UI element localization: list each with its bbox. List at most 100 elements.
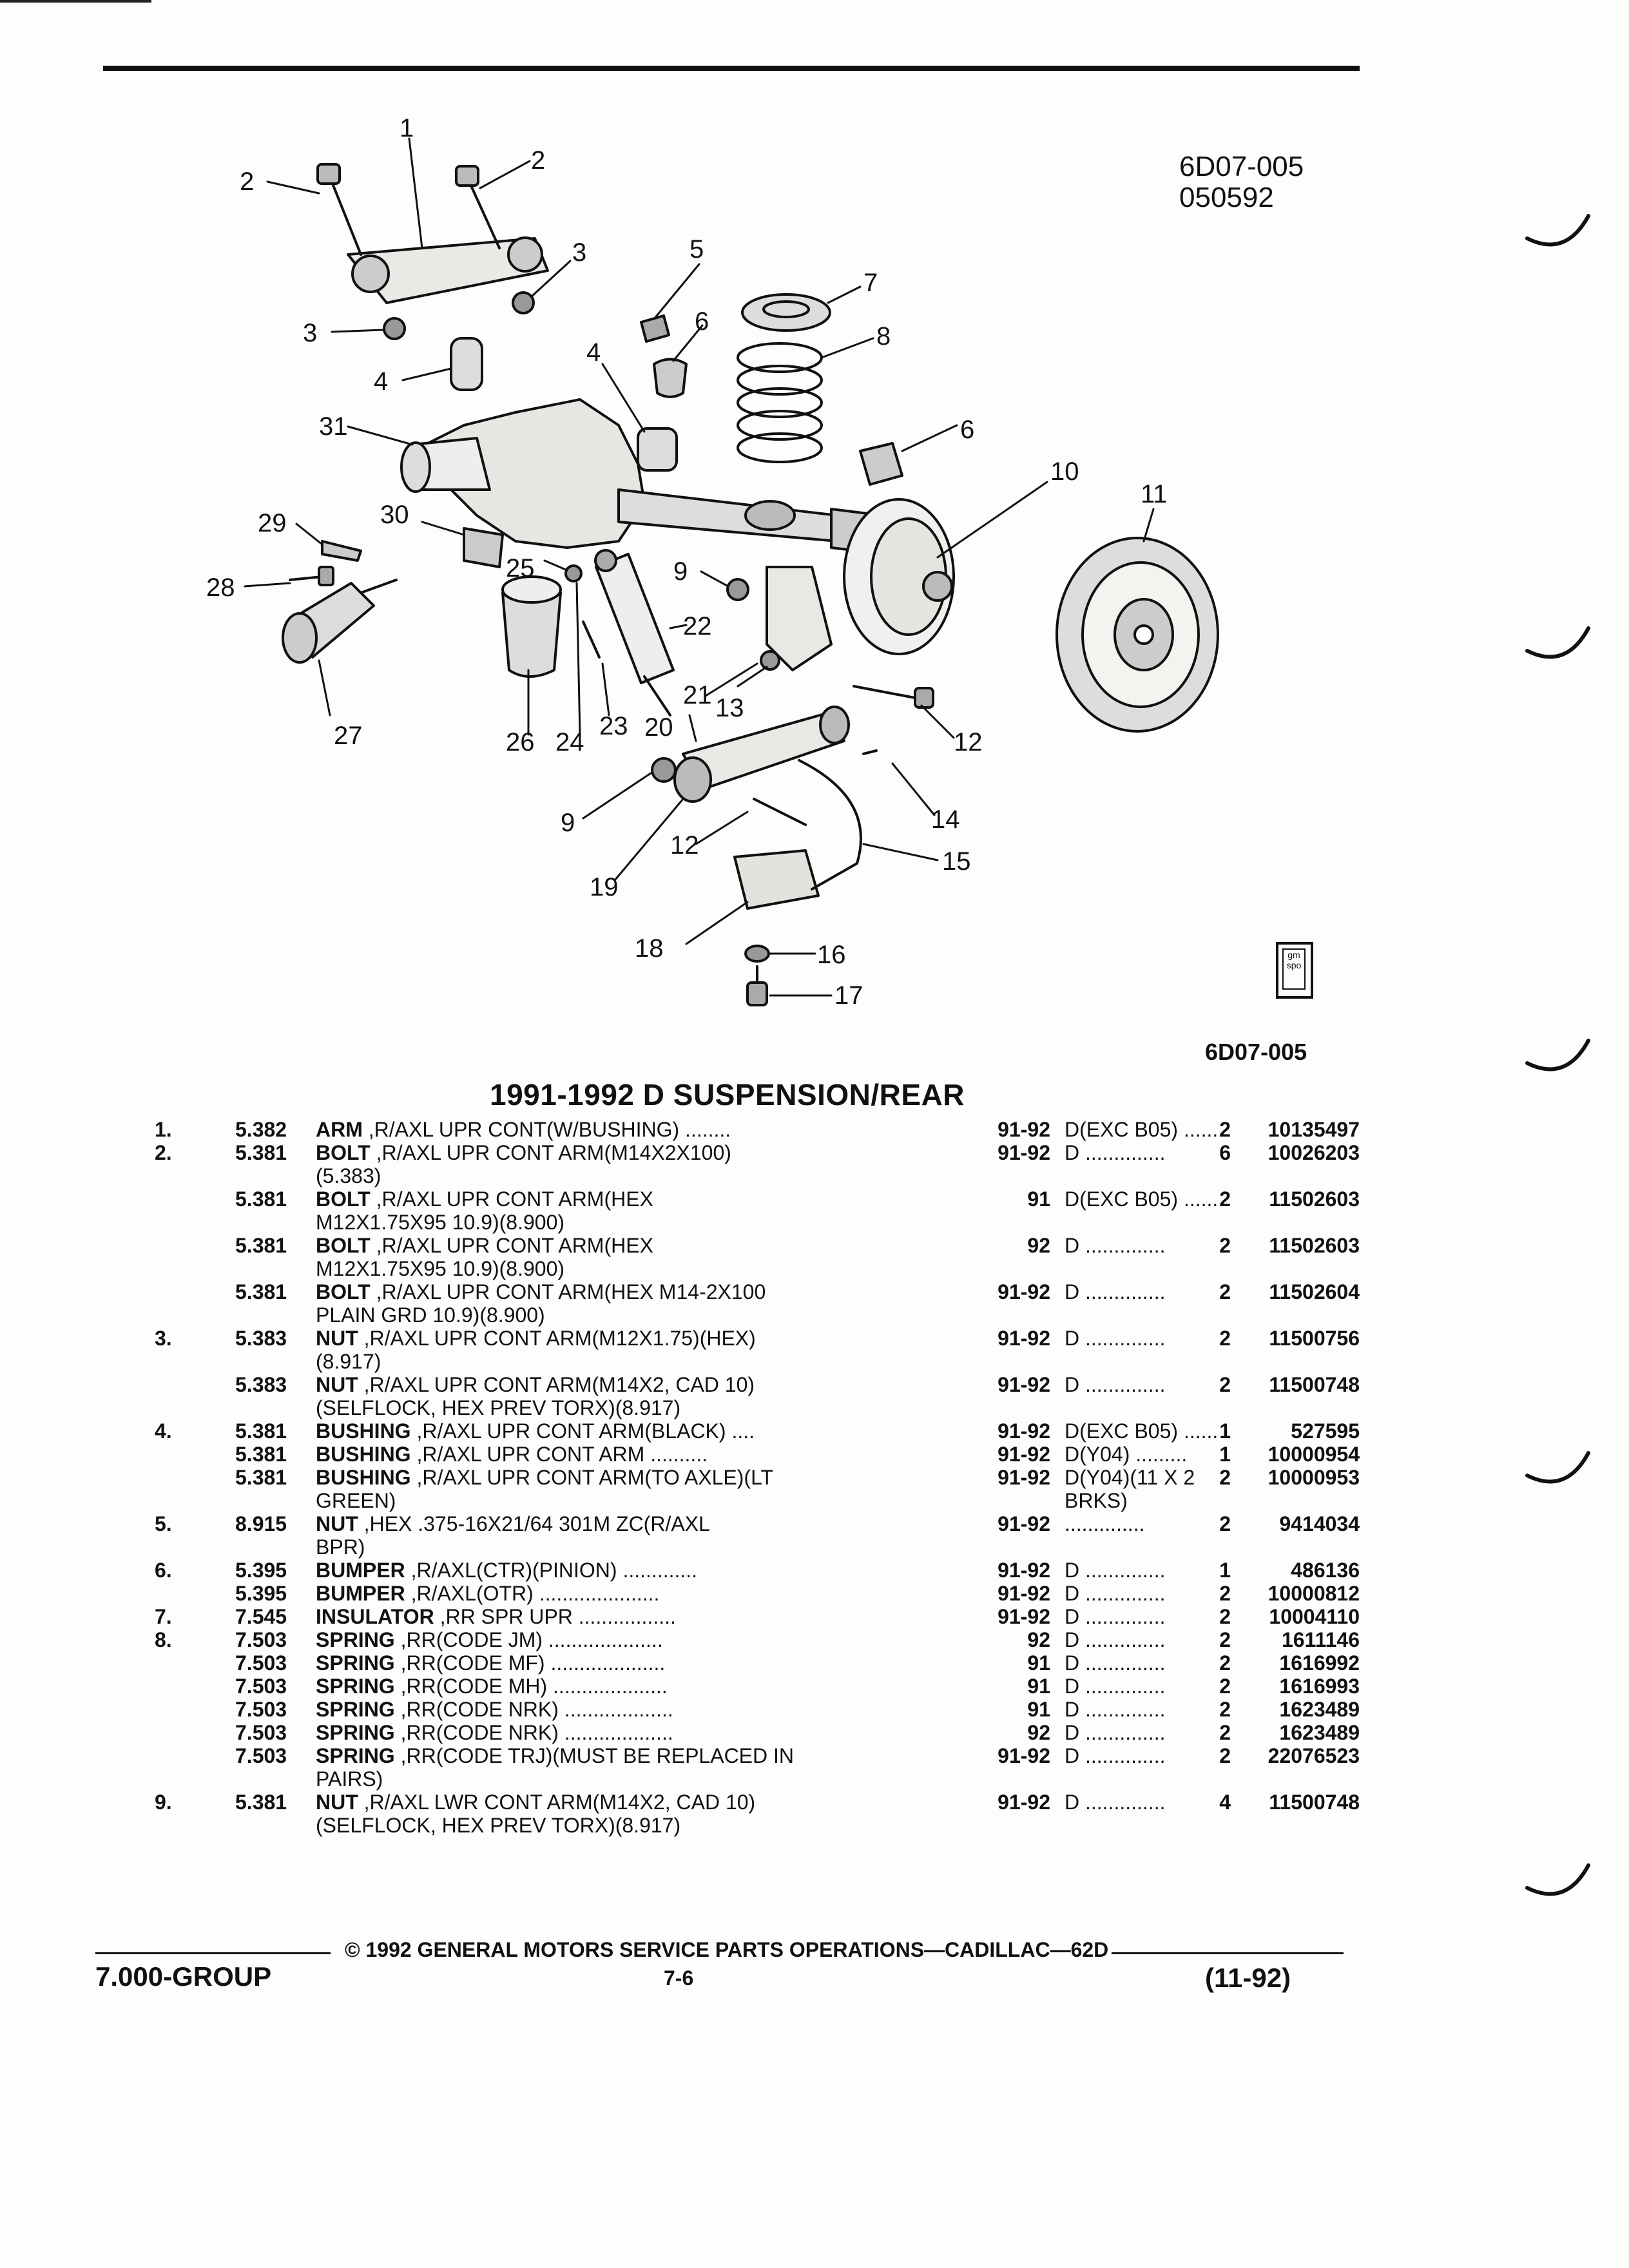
binder-marks <box>1525 214 1590 1896</box>
callout-18: 18 <box>635 934 664 963</box>
part-detail: ,R/AXL(OTR) ..................... <box>405 1582 660 1605</box>
part-description: NUT ,R/AXL UPR CONT ARM(M12X1.75)(HEX)(8… <box>316 1327 999 1373</box>
model-codes-line: D .............. <box>1065 1234 1166 1257</box>
part-detail: ,R/AXL UPR CONT ARM(HEX <box>370 1234 653 1257</box>
part-number: 22076523 <box>1268 1744 1360 1767</box>
model-codes-line: D .............. <box>1065 1141 1166 1164</box>
model-codes: D(EXC B05) ...... <box>1065 1419 1322 1443</box>
part-detail: ,R/AXL UPR CONT ARM(HEX M14-2X100 <box>370 1280 766 1303</box>
model-years: 91-92 <box>998 1605 1050 1628</box>
callout-31: 31 <box>319 412 348 441</box>
footer-page-number: 7-6 <box>664 1966 694 1990</box>
callout-6b: 6 <box>960 416 974 444</box>
model-codes: D .............. <box>1065 1582 1322 1605</box>
footer-rule-left <box>95 1952 331 1954</box>
part-description: SPRING ,RR(CODE NRK) ................... <box>316 1698 999 1721</box>
model-years: 91-92 <box>998 1280 1050 1303</box>
part-number: 10026203 <box>1268 1141 1360 1164</box>
group-number: 5.383 <box>235 1373 287 1396</box>
callout-17: 17 <box>834 981 863 1010</box>
callout-23: 23 <box>599 712 628 740</box>
quantity: 1 <box>1219 1559 1231 1582</box>
model-codes: D(EXC B05) ....... <box>1065 1118 1322 1141</box>
model-years: 91 <box>1027 1675 1050 1698</box>
group-number: 7.503 <box>235 1744 287 1767</box>
part-detail: ,R/AXL UPR CONT ARM(TO AXLE)(LT <box>410 1466 774 1489</box>
part-description-continued: M12X1.75X95 10.9)(8.900) <box>316 1257 565 1280</box>
callout-21: 21 <box>683 681 712 709</box>
ref-number: 1. <box>155 1118 172 1141</box>
part-detail: ,RR SPR UPR ................. <box>434 1605 676 1628</box>
badge-line1: gm <box>1287 950 1300 960</box>
model-years: 92 <box>1027 1628 1050 1651</box>
part-description: INSULATOR ,RR SPR UPR ................. <box>316 1605 999 1628</box>
part-detail: ,R/AXL UPR CONT ARM(BLACK) .... <box>410 1419 755 1443</box>
group-number: 7.545 <box>235 1605 287 1628</box>
group-number: 5.395 <box>235 1559 287 1582</box>
part-name: BOLT <box>316 1234 371 1257</box>
part-description-continued: (8.917) <box>316 1350 381 1373</box>
model-codes-line: D .............. <box>1065 1791 1166 1814</box>
model-codes-line: D .............. <box>1065 1559 1166 1582</box>
part-number: 9414034 <box>1279 1512 1360 1535</box>
quantity: 2 <box>1219 1327 1231 1350</box>
part-number: 527595 <box>1291 1419 1360 1443</box>
part-name: SPRING <box>316 1651 395 1675</box>
quantity: 2 <box>1219 1187 1231 1211</box>
callout-8: 8 <box>876 322 891 351</box>
part-name: SPRING <box>316 1744 395 1767</box>
footer-date: (11-92) <box>1205 1963 1291 1993</box>
group-number: 5.381 <box>235 1791 287 1814</box>
model-codes-line: D(Y04) ......... <box>1065 1443 1188 1466</box>
callout-26: 26 <box>506 728 535 756</box>
callout-6a: 6 <box>695 307 709 336</box>
part-detail: ,RR(CODE TRJ)(MUST BE REPLACED IN <box>394 1744 795 1767</box>
part-name: NUT <box>316 1373 358 1396</box>
part-detail: ,RR(CODE MF) .................... <box>394 1651 666 1675</box>
model-codes: D .............. <box>1065 1559 1322 1582</box>
model-codes-line: D .............. <box>1065 1280 1166 1303</box>
model-codes-line: D(EXC B05) ...... <box>1065 1419 1219 1443</box>
part-description: NUT ,R/AXL LWR CONT ARM(M14X2, CAD 10)(S… <box>316 1791 999 1837</box>
group-number: 7.503 <box>235 1651 287 1675</box>
part-number: 1623489 <box>1279 1698 1360 1721</box>
model-codes-line: D .............. <box>1065 1327 1166 1350</box>
quantity: 2 <box>1219 1466 1231 1489</box>
model-years: 91-92 <box>998 1582 1050 1605</box>
callout-20: 20 <box>644 713 673 742</box>
part-description: SPRING ,RR(CODE TRJ)(MUST BE REPLACED IN… <box>316 1744 999 1791</box>
callout-25: 25 <box>506 554 535 582</box>
callout-19: 19 <box>590 873 619 901</box>
part-description: NUT ,R/AXL UPR CONT ARM(M14X2, CAD 10)(S… <box>316 1373 999 1419</box>
model-codes: D .............. <box>1065 1605 1322 1628</box>
part-number: 10000953 <box>1268 1466 1360 1489</box>
group-number: 5.381 <box>235 1419 287 1443</box>
part-description: BUSHING ,R/AXL UPR CONT ARM(BLACK) .... <box>316 1419 999 1443</box>
group-number: 5.381 <box>235 1234 287 1257</box>
callout-29: 29 <box>258 509 287 537</box>
part-description: BUMPER ,R/AXL(OTR) ..................... <box>316 1582 999 1605</box>
part-description: BOLT ,R/AXL UPR CONT ARM(M14X2X100)(5.38… <box>316 1141 999 1187</box>
model-years: 91-92 <box>998 1419 1050 1443</box>
model-years: 91 <box>1027 1698 1050 1721</box>
model-codes: D(EXC B05) ...... <box>1065 1187 1322 1211</box>
part-detail: ,R/AXL LWR CONT ARM(M14X2, CAD 10) <box>358 1791 756 1814</box>
part-detail: ,HEX .375-16X21/64 301M ZC(R/AXL <box>358 1512 710 1535</box>
part-detail: ,R/AXL UPR CONT ARM(HEX <box>370 1187 653 1211</box>
part-description: SPRING ,RR(CODE MF) .................... <box>316 1651 999 1675</box>
quantity: 2 <box>1219 1582 1231 1605</box>
part-name: BOLT <box>316 1280 371 1303</box>
part-detail: ,R/AXL UPR CONT ARM(M14X2X100) <box>370 1141 731 1164</box>
group-number: 5.381 <box>235 1280 287 1303</box>
quantity: 2 <box>1219 1234 1231 1257</box>
